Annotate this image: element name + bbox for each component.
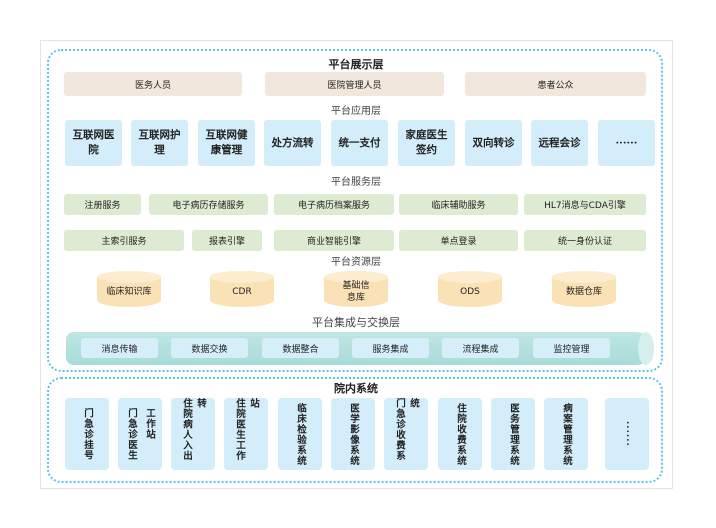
application-item: 家庭医生签约 (398, 120, 455, 166)
hospital-region (47, 377, 663, 483)
application-item: 处方流转 (264, 120, 321, 166)
hospital-system-label: 住院收费系统 (455, 402, 466, 466)
service-item: 注册服务 (64, 194, 141, 215)
resource-label: 基础信息库 (342, 281, 370, 303)
hospital-system-item: 住院病人入出转 (171, 398, 215, 470)
integration-item: 数据交换 (171, 338, 248, 358)
display-item: 患者公众 (465, 72, 646, 96)
application-item: 统一支付 (331, 120, 388, 166)
hospital-system-label: 门急诊医生 (126, 407, 137, 461)
database-cylinder-icon: 数据仓库 (552, 271, 616, 307)
hospital-system-label: 工作站 (144, 408, 155, 440)
application-item: 双向转诊 (465, 120, 522, 166)
hospital-system-item: 住院医生工作站 (224, 398, 268, 470)
hospital-system-label: 住院病人入出转 (181, 398, 206, 461)
application-layer-title: 平台应用层 (331, 106, 381, 117)
display-layer-title: 平台展示层 (328, 58, 384, 71)
hospital-system-label: 临床检验系统 (295, 402, 306, 466)
application-item: 互联网医院 (65, 120, 122, 166)
resource-label: 临床知识库 (106, 287, 152, 297)
hospital-system-item: 门急诊医生工作站 (118, 398, 162, 470)
integration-item: 监控管理 (533, 338, 610, 358)
hospital-system-item: 医务管理系统 (491, 398, 535, 470)
resource-layer-title: 平台资源层 (331, 257, 381, 268)
hospital-system-label: 门急诊收费系统 (394, 398, 419, 461)
integration-item: 消息传输 (81, 338, 158, 358)
database-cylinder-icon: ODS (438, 271, 502, 307)
hospital-system-item: 门急诊收费系统 (384, 398, 428, 470)
service-item: 报表引擎 (192, 230, 262, 251)
hospital-system-label: 住院医生工作站 (234, 398, 259, 461)
hospital-system-item: 门急诊挂号 (65, 398, 109, 470)
hospital-system-label: 医务管理系统 (508, 402, 519, 466)
service-item: 临床辅助服务 (399, 194, 518, 215)
hospital-system-label: 门急诊挂号 (82, 407, 93, 461)
application-item: ······ (598, 120, 655, 166)
resource-label: 数据仓库 (565, 287, 602, 297)
display-item: 医院管理人员 (265, 72, 444, 96)
service-item: HL7消息与CDA引擎 (524, 194, 646, 215)
integration-item: 数据整合 (262, 338, 339, 358)
hospital-system-item: 医学影像系统 (331, 398, 375, 470)
hospital-system-item: 病案管理系统 (544, 398, 588, 470)
service-item: 主索引服务 (64, 230, 184, 251)
application-item: 互联网健康管理 (198, 120, 255, 166)
service-item: 电子病历档案服务 (274, 194, 394, 215)
service-item: 单点登录 (399, 230, 518, 251)
database-cylinder-icon: 基础信息库 (324, 271, 388, 307)
integration-pipe-end (638, 332, 654, 365)
service-layer-title: 平台服务层 (331, 177, 381, 188)
hospital-system-item: 住院收费系统 (438, 398, 482, 470)
hospital-system-label: 病案管理系统 (561, 402, 572, 466)
hospital-system-label: 医学影像系统 (348, 402, 359, 466)
database-cylinder-icon: CDR (210, 271, 274, 307)
resource-label: ODS (460, 287, 480, 297)
hospital-system-item: ······ (605, 398, 649, 470)
resource-label: CDR (232, 287, 252, 297)
integration-item: 流程集成 (442, 338, 519, 358)
platform-region (47, 49, 663, 372)
service-item: 电子病历存储服务 (149, 194, 268, 215)
database-cylinder-icon: 临床知识库 (97, 271, 161, 307)
service-item: 统一身份认证 (524, 230, 646, 251)
application-item: 远程会诊 (531, 120, 588, 166)
hospital-systems-title: 院内系统 (334, 382, 378, 395)
hospital-system-item: 临床检验系统 (278, 398, 322, 470)
display-item: 医务人员 (64, 72, 242, 96)
integration-layer-title: 平台集成与交换层 (312, 316, 400, 329)
service-item: 商业智能引擎 (274, 230, 394, 251)
integration-item: 服务集成 (352, 338, 429, 358)
hospital-system-label: ······ (621, 421, 633, 447)
application-item: 互联网护理 (131, 120, 188, 166)
